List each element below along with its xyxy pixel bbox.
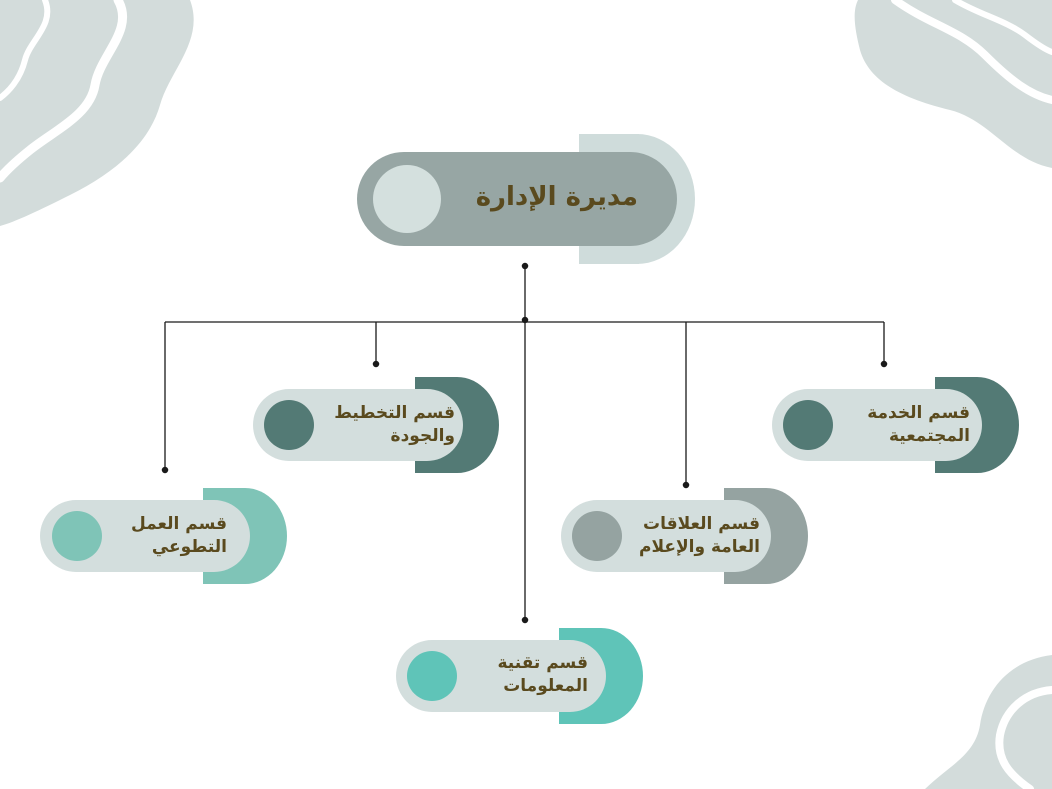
connector-dot — [521, 616, 529, 624]
department-label-line: قسم الخدمة — [867, 403, 970, 423]
department-label-line: قسم العمل — [130, 514, 227, 534]
department-label-line: قسم التخطيط — [334, 403, 455, 423]
department-label-line: العامة والإعلام — [639, 536, 760, 557]
root-node-title: مديرة الإدارة — [475, 182, 638, 212]
department-circle — [407, 651, 457, 701]
connector-lines — [161, 262, 888, 624]
department-label-line: والجودة — [390, 425, 455, 446]
department-label-line: المجتمعية — [888, 425, 970, 446]
department-label-line: المعلومات — [503, 675, 588, 696]
decorative-blob-top-left — [0, 0, 194, 226]
root-node-body — [357, 152, 677, 246]
department-label-line: قسم تقنية — [497, 653, 589, 673]
department-circle — [572, 511, 622, 561]
department-node-relations — [561, 488, 808, 584]
connector-dot — [682, 481, 690, 489]
department-node-planning — [253, 377, 499, 473]
department-circle — [264, 400, 314, 450]
decorative-blob-bottom-right — [925, 655, 1052, 789]
connector-dot — [880, 360, 888, 368]
decorative-blob-top-right — [854, 0, 1052, 168]
connector-dot — [521, 262, 529, 270]
connector-dot — [161, 466, 169, 474]
department-circle — [783, 400, 833, 450]
department-node-community — [772, 377, 1019, 473]
root-node-label: مديرة الإدارة — [476, 180, 638, 215]
root-node-circle — [373, 165, 441, 233]
root-node — [357, 134, 695, 264]
department-label-line: قسم العلاقات — [643, 514, 760, 534]
department-node-volunteer — [40, 488, 287, 584]
connector-dot — [521, 316, 529, 324]
department-node-it — [396, 628, 643, 724]
connector-dot — [372, 360, 380, 368]
department-circle — [52, 511, 102, 561]
department-label-line: التطوعي — [151, 536, 227, 557]
